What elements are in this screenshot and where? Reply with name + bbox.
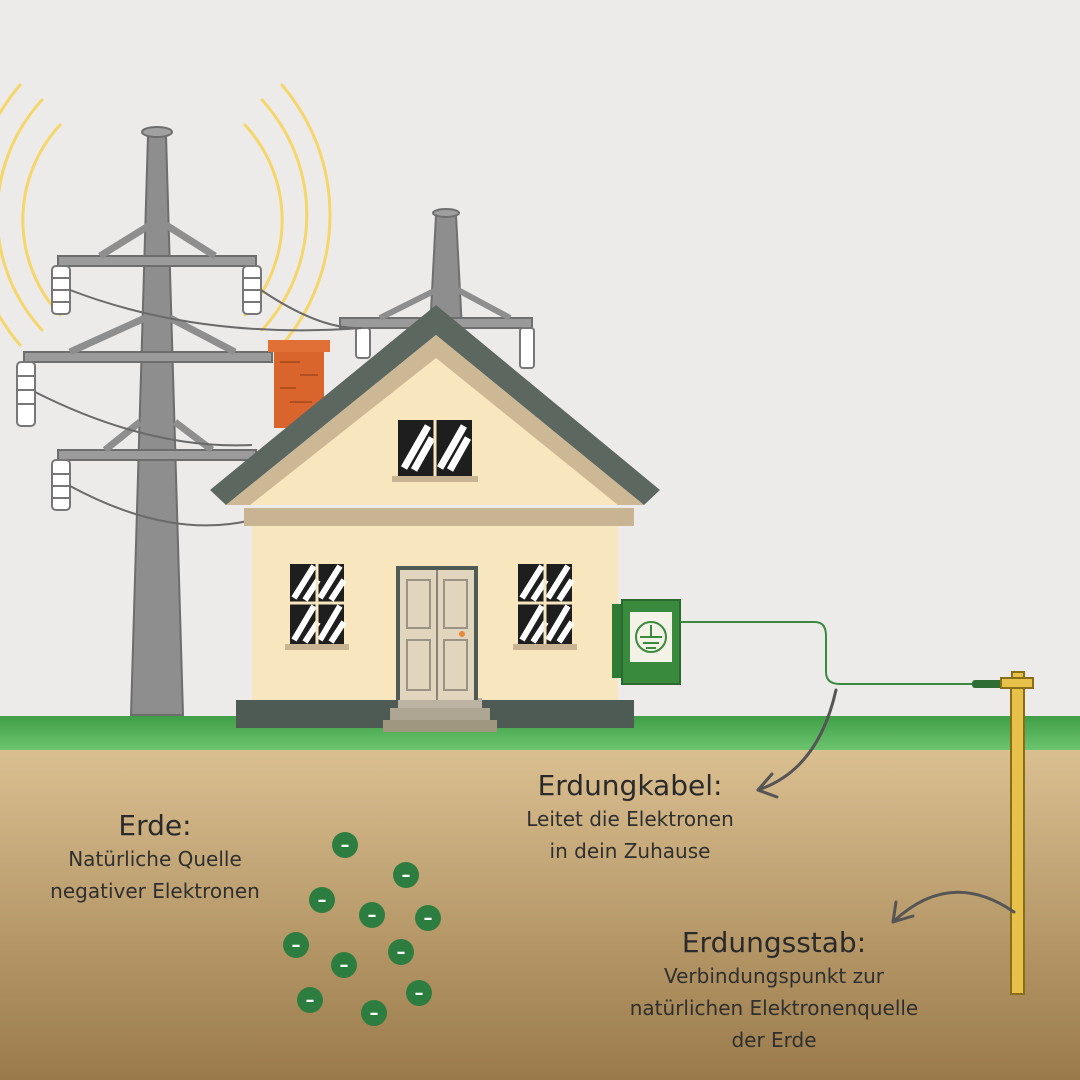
cable-heading: Erdungkabel: bbox=[537, 769, 723, 802]
svg-text:–: – bbox=[341, 835, 350, 856]
electron-icon: – bbox=[393, 862, 419, 888]
cable-line-2: in dein Zuhause bbox=[549, 839, 711, 863]
chimney bbox=[268, 340, 330, 428]
earth-heading: Erde: bbox=[118, 809, 192, 842]
electron-cluster: ––––––––––– bbox=[283, 832, 441, 1026]
svg-text:–: – bbox=[368, 905, 377, 926]
arrow-icon bbox=[756, 688, 1016, 924]
cable-label: Erdungkabel: Leitet die Elektronen in de… bbox=[490, 768, 770, 867]
svg-text:–: – bbox=[306, 990, 315, 1011]
electron-icon: – bbox=[297, 987, 323, 1013]
rod-heading: Erdungsstab: bbox=[681, 926, 867, 959]
electron-icon: – bbox=[331, 952, 357, 978]
power-tower-icon bbox=[16, 126, 363, 716]
rod-line-1: Verbindungspunkt zur bbox=[664, 964, 884, 988]
earth-line-2: negativer Elektronen bbox=[50, 879, 260, 903]
electron-icon: – bbox=[332, 832, 358, 858]
ground-symbol-icon bbox=[635, 621, 667, 653]
electron-icon: – bbox=[361, 1000, 387, 1026]
svg-text:–: – bbox=[318, 890, 327, 911]
soil bbox=[0, 740, 1080, 1080]
window-attic bbox=[392, 420, 478, 482]
electron-icon: – bbox=[309, 887, 335, 913]
electron-icon: – bbox=[406, 980, 432, 1006]
cable-clamp bbox=[972, 680, 1004, 688]
svg-text:–: – bbox=[292, 935, 301, 956]
grounding-rod bbox=[1000, 671, 1034, 995]
electron-icon: – bbox=[415, 905, 441, 931]
rod-line-3: der Erde bbox=[731, 1028, 817, 1052]
window-left bbox=[285, 564, 349, 650]
earth-line-1: Natürliche Quelle bbox=[68, 847, 242, 871]
electron-icon: – bbox=[359, 902, 385, 928]
svg-text:–: – bbox=[370, 1003, 379, 1024]
grounding-box bbox=[612, 599, 681, 685]
svg-text:–: – bbox=[397, 942, 406, 963]
cable-line-1: Leitet die Elektronen bbox=[526, 807, 734, 831]
rod-line-2: natürlichen Elektronenquelle bbox=[629, 996, 919, 1020]
electron-icon: – bbox=[388, 939, 414, 965]
svg-text:–: – bbox=[340, 955, 349, 976]
window-right bbox=[513, 564, 577, 650]
grounding-cable bbox=[680, 621, 978, 685]
rod-label: Erdungsstab: Verbindungspunkt zur natürl… bbox=[598, 925, 950, 1056]
earth-label: Erde: Natürliche Quelle negativer Elektr… bbox=[20, 808, 290, 907]
radiation-waves-icon bbox=[0, 83, 332, 347]
svg-text:–: – bbox=[415, 983, 424, 1004]
electron-icon: – bbox=[283, 932, 309, 958]
svg-text:–: – bbox=[424, 908, 433, 929]
svg-text:–: – bbox=[402, 865, 411, 886]
